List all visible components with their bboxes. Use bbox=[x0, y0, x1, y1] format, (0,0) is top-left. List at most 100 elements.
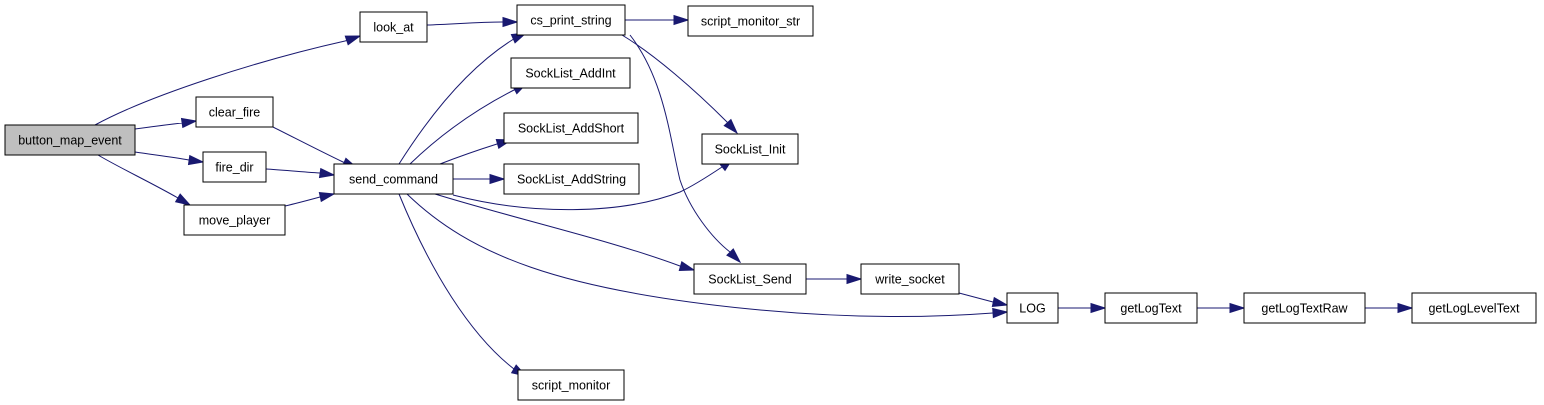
node-look_at[interactable]: look_at bbox=[359, 11, 428, 43]
edge-line bbox=[406, 193, 994, 318]
edges-layer bbox=[94, 14, 1414, 377]
node-label: send_command bbox=[349, 173, 438, 187]
edge-move_player-to-send_command bbox=[284, 191, 336, 207]
edge-line bbox=[958, 292, 994, 303]
node-label: SockList_Send bbox=[708, 273, 791, 287]
node-box[interactable] bbox=[503, 112, 639, 144]
edge-cs_print_string-to-SockList_Init bbox=[621, 34, 739, 135]
node-script_monitor[interactable]: script_monitor bbox=[517, 369, 625, 401]
edge-line bbox=[272, 126, 345, 163]
node-button_map_event[interactable]: button_map_event bbox=[4, 124, 136, 156]
edge-line bbox=[97, 154, 179, 199]
node-SockList_AddShort[interactable]: SockList_AddShort bbox=[503, 112, 639, 144]
node-box[interactable] bbox=[195, 96, 274, 128]
edge-line bbox=[265, 168, 321, 174]
node-LOG[interactable]: LOG bbox=[1006, 292, 1059, 324]
edge-arrowhead bbox=[489, 173, 506, 185]
node-getLogLevelText[interactable]: getLogLevelText bbox=[1411, 292, 1537, 324]
edge-arrowhead bbox=[180, 117, 198, 129]
edge-send_command-to-SockList_AddString bbox=[453, 173, 506, 185]
node-clear_fire[interactable]: clear_fire bbox=[195, 96, 274, 128]
node-SockList_Send[interactable]: SockList_Send bbox=[693, 263, 807, 295]
edge-arrowhead bbox=[1229, 302, 1246, 314]
edge-LOG-to-getLogText bbox=[1057, 302, 1107, 314]
node-label: script_monitor bbox=[532, 379, 611, 393]
node-label: SockList_AddShort bbox=[518, 122, 625, 136]
edge-arrowhead bbox=[992, 307, 1009, 319]
edge-arrowhead bbox=[1090, 302, 1107, 314]
node-box[interactable] bbox=[860, 263, 960, 295]
nodes-layer: button_map_event look_at clear_fire fire_di… bbox=[4, 4, 1537, 401]
node-label: LOG bbox=[1019, 302, 1045, 316]
edge-arrowhead bbox=[723, 118, 739, 135]
node-SockList_AddInt[interactable]: SockList_AddInt bbox=[510, 57, 631, 89]
edge-line bbox=[409, 89, 515, 165]
node-box[interactable] bbox=[1411, 292, 1537, 324]
node-label: button_map_event bbox=[18, 134, 122, 148]
node-box[interactable] bbox=[359, 11, 428, 43]
node-box[interactable] bbox=[1104, 292, 1198, 324]
node-box[interactable] bbox=[1006, 292, 1059, 324]
edge-getLogText-to-getLogTextRaw bbox=[1196, 302, 1246, 314]
node-box[interactable] bbox=[503, 163, 640, 195]
node-box[interactable] bbox=[1243, 292, 1366, 324]
node-getLogText[interactable]: getLogText bbox=[1104, 292, 1198, 324]
node-SockList_AddString[interactable]: SockList_AddString bbox=[503, 163, 640, 195]
node-label: SockList_AddString bbox=[517, 173, 626, 187]
node-box[interactable] bbox=[333, 163, 454, 195]
edge-write_socket-to-LOG bbox=[958, 292, 1009, 308]
edge-line bbox=[284, 196, 321, 207]
node-box[interactable] bbox=[516, 4, 626, 36]
node-SockList_Init[interactable]: SockList_Init bbox=[701, 133, 799, 165]
node-label: getLogText bbox=[1120, 302, 1182, 316]
node-script_monitor_str[interactable]: script_monitor_str bbox=[687, 5, 814, 37]
edge-line bbox=[426, 21, 503, 26]
edge-button_map_event-to-move_player bbox=[97, 154, 192, 206]
node-label: clear_fire bbox=[209, 106, 260, 120]
node-box[interactable] bbox=[701, 133, 799, 165]
node-box[interactable] bbox=[517, 369, 625, 401]
edge-arrowhead bbox=[502, 16, 519, 28]
edge-send_command-to-SockList_AddShort bbox=[439, 138, 513, 165]
edge-line bbox=[134, 151, 190, 161]
edge-send_command-to-SockList_Send bbox=[434, 193, 696, 272]
edge-SockList_Send-to-write_socket bbox=[806, 273, 863, 285]
node-write_socket[interactable]: write_socket bbox=[860, 263, 960, 295]
edge-line bbox=[629, 34, 731, 253]
node-cs_print_string[interactable]: cs_print_string bbox=[516, 4, 626, 36]
node-send_command[interactable]: send_command bbox=[333, 163, 454, 195]
edge-send_command-to-LOG bbox=[406, 193, 1009, 319]
edge-arrowhead bbox=[1397, 302, 1414, 314]
edge-arrowhead bbox=[318, 167, 336, 179]
node-move_player[interactable]: move_player bbox=[183, 204, 286, 236]
edge-line bbox=[398, 193, 515, 370]
node-label: SockList_AddInt bbox=[525, 67, 616, 81]
node-label: script_monitor_str bbox=[701, 15, 800, 29]
node-box[interactable] bbox=[510, 57, 631, 89]
edge-send_command-to-script_monitor bbox=[398, 193, 528, 377]
edge-arrowhead bbox=[318, 191, 336, 203]
node-box[interactable] bbox=[687, 5, 814, 37]
node-box[interactable] bbox=[183, 204, 286, 236]
edge-cs_print_string-to-script_monitor_str bbox=[625, 14, 690, 26]
edge-getLogTextRaw-to-getLogLevelText bbox=[1364, 302, 1414, 314]
node-label: write_socket bbox=[874, 273, 945, 287]
node-label: cs_print_string bbox=[530, 14, 611, 28]
node-label: getLogLevelText bbox=[1428, 302, 1520, 316]
node-label: fire_dir bbox=[215, 161, 253, 175]
edge-arrowhead bbox=[726, 248, 742, 264]
edge-arrowhead bbox=[187, 154, 205, 166]
node-fire_dir[interactable]: fire_dir bbox=[202, 151, 267, 183]
edge-line bbox=[134, 122, 183, 130]
node-box[interactable] bbox=[693, 263, 807, 295]
edge-line bbox=[94, 39, 347, 126]
node-box[interactable] bbox=[4, 124, 136, 156]
node-getLogTextRaw[interactable]: getLogTextRaw bbox=[1243, 292, 1366, 324]
node-label: move_player bbox=[199, 214, 271, 228]
edge-clear_fire-to-send_command bbox=[272, 126, 359, 169]
node-box[interactable] bbox=[202, 151, 267, 183]
edge-arrowhead bbox=[174, 193, 192, 206]
edge-fire_dir-to-send_command bbox=[265, 167, 336, 179]
edge-look_at-to-cs_print_string bbox=[426, 16, 519, 28]
